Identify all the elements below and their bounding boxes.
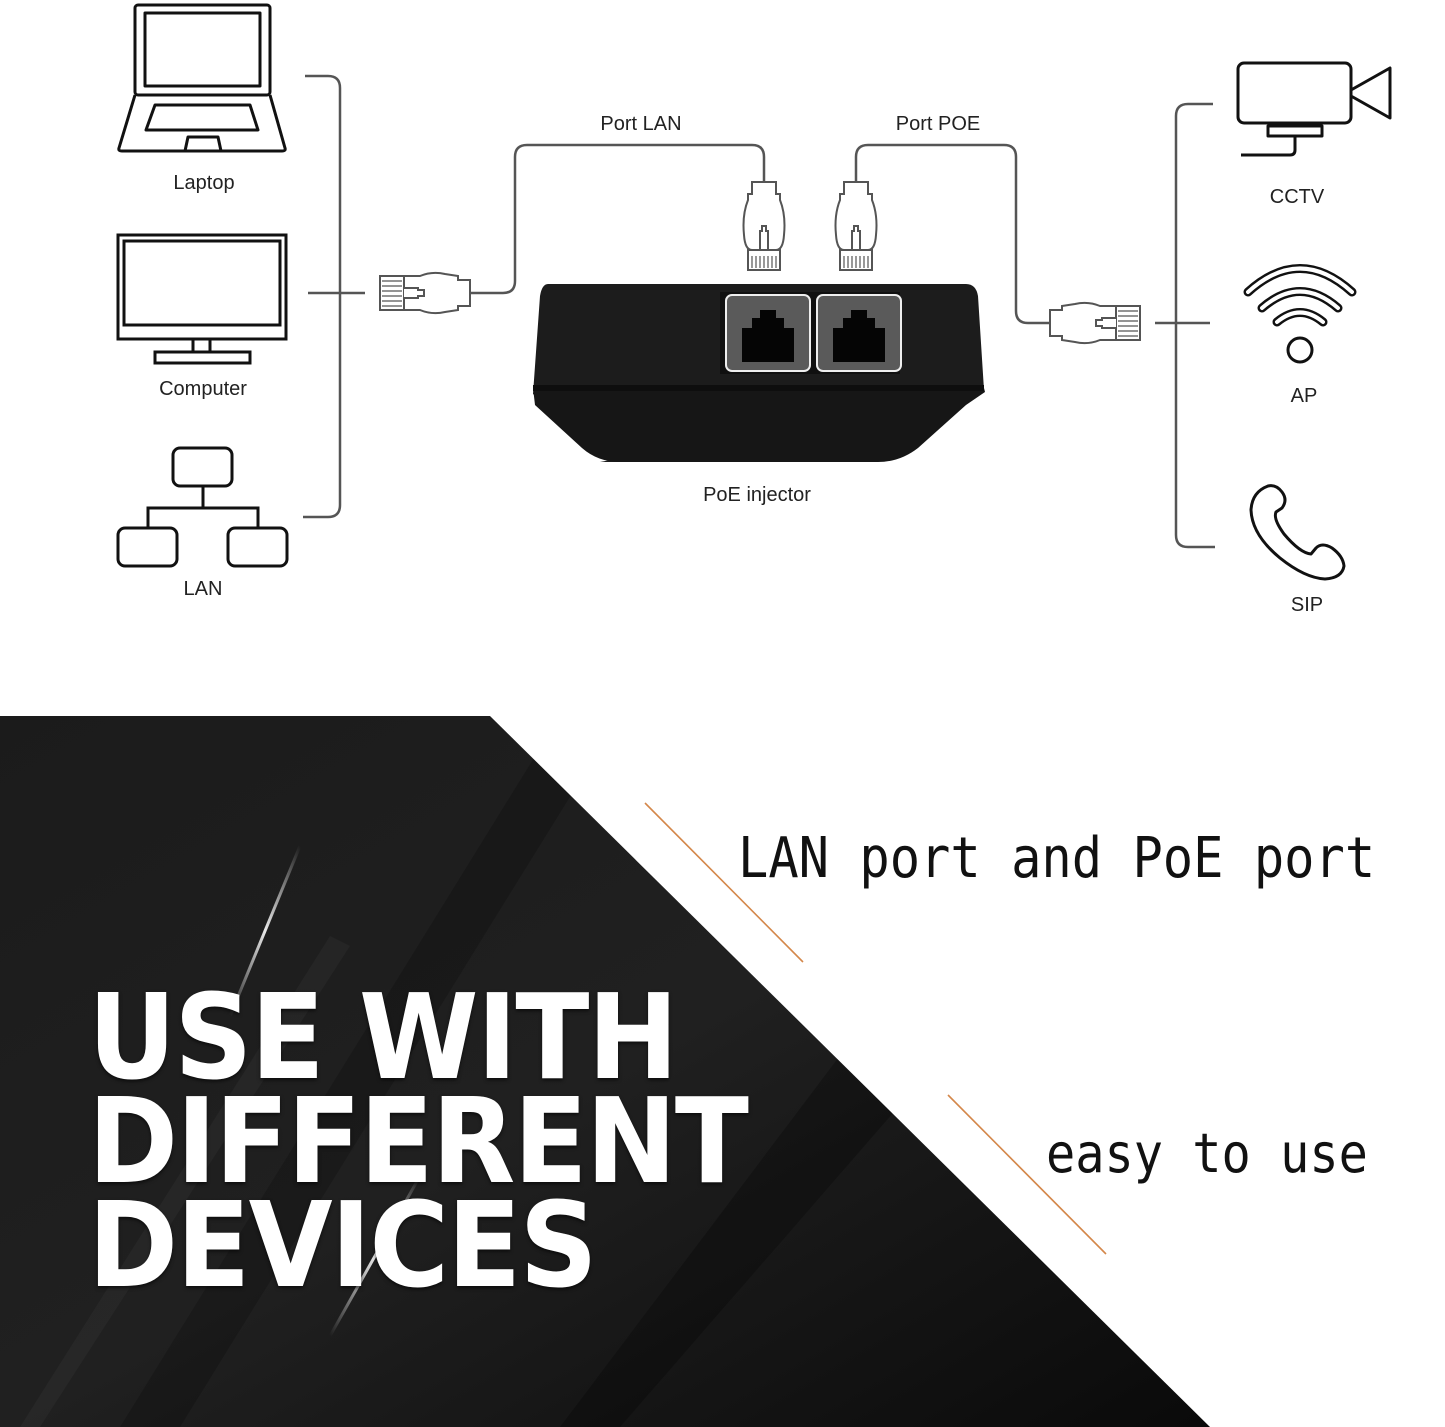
device-label-computer: Computer bbox=[159, 378, 247, 400]
headline-line: DIFFERENT bbox=[88, 1072, 749, 1210]
device-label-lan: LAN bbox=[183, 578, 223, 600]
laptop-icon bbox=[117, 3, 287, 153]
port-poe-label: Port POE bbox=[895, 113, 981, 135]
device-label-ap: AP bbox=[1290, 385, 1318, 407]
headline: USE WITH DIFFERENT DEVICES bbox=[88, 968, 749, 1314]
poe-injector-device bbox=[533, 284, 985, 462]
feature-easy: easy to use bbox=[1046, 1122, 1368, 1185]
headline-line: USE WITH bbox=[88, 968, 678, 1106]
device-label-sip: SIP bbox=[1290, 594, 1324, 616]
rj45-plug-poe-icon bbox=[834, 181, 878, 271]
dark-panel bbox=[0, 716, 1210, 1427]
lan-port bbox=[725, 294, 811, 372]
rj45-plug-lan-icon bbox=[742, 181, 786, 271]
poe-port bbox=[816, 294, 902, 372]
port-lan-label: Port LAN bbox=[600, 113, 682, 135]
rj45-plug-right-icon bbox=[1049, 301, 1141, 345]
device-label-laptop: Laptop bbox=[173, 172, 235, 194]
right-bracket bbox=[854, 102, 1215, 549]
light-streak bbox=[228, 845, 302, 1017]
feature-ports: LAN port and PoE port bbox=[738, 826, 1376, 891]
phone-icon bbox=[1249, 484, 1346, 581]
camera-icon bbox=[1236, 61, 1392, 157]
accent-line bbox=[644, 802, 804, 963]
device-label-cctv: CCTV bbox=[1269, 186, 1325, 208]
wifi-icon bbox=[1243, 264, 1357, 364]
rj45-plug-left-icon bbox=[379, 271, 471, 315]
headline-line: DEVICES bbox=[88, 1176, 598, 1314]
left-bracket bbox=[303, 74, 766, 519]
connection-diagram bbox=[116, 3, 1392, 581]
accent-line bbox=[947, 1094, 1107, 1255]
banner-background bbox=[0, 716, 1210, 1427]
network-icon bbox=[116, 446, 289, 568]
injector-label: PoE injector bbox=[703, 484, 811, 506]
monitor-icon bbox=[116, 233, 288, 365]
light-streak bbox=[328, 1175, 422, 1337]
